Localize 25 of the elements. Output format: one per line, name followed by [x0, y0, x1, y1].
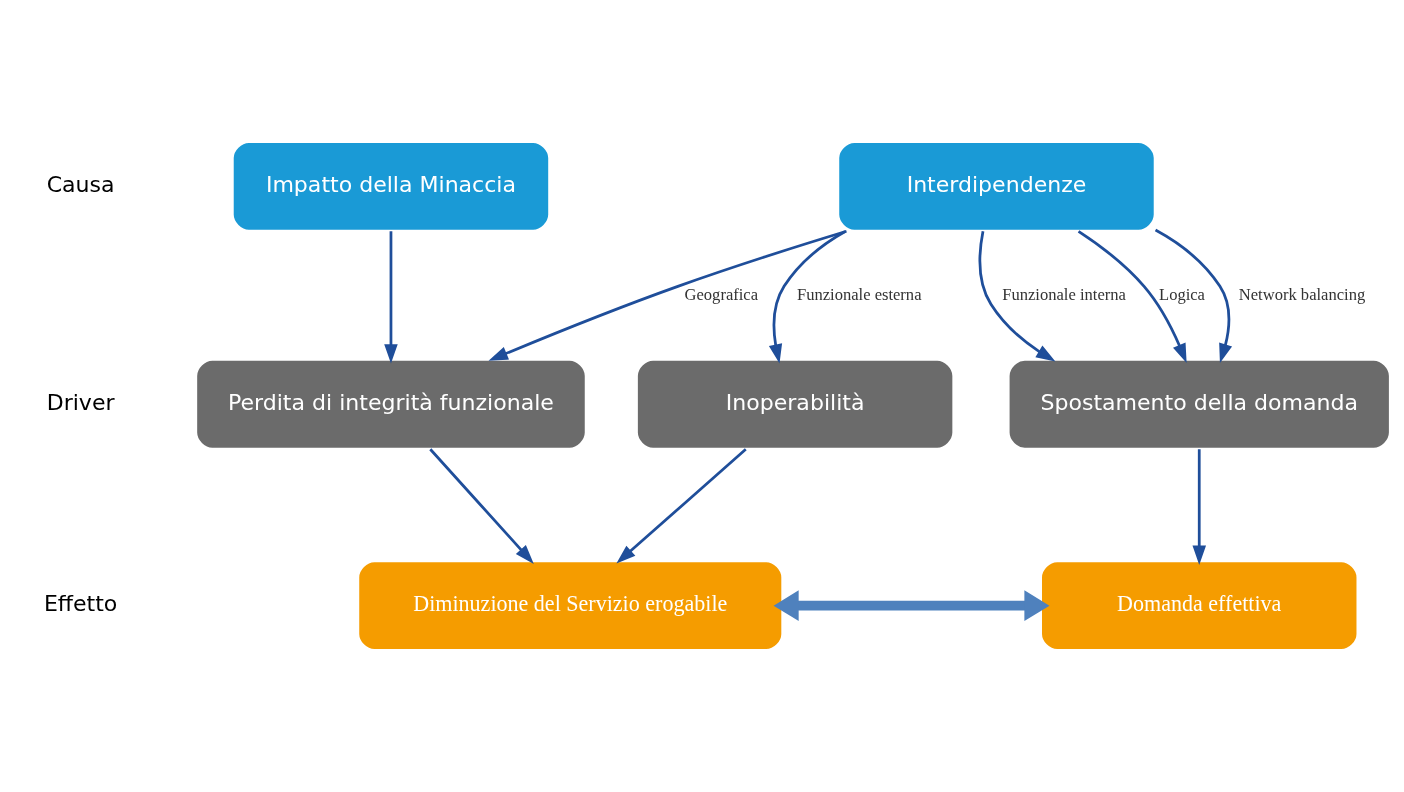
- arrow: [768, 230, 846, 364]
- edge-label: Geografica: [684, 284, 759, 304]
- arrow: [978, 231, 1056, 362]
- arrow: [616, 448, 747, 564]
- arrow: [384, 231, 398, 364]
- node-box: Perdita di integrità funzionale: [194, 358, 588, 451]
- node-box: Impatto della Minaccia: [230, 140, 551, 233]
- edge-label: Logica: [1159, 284, 1205, 304]
- arrow: [429, 448, 534, 564]
- arrow: [1154, 228, 1233, 363]
- node-box: Domanda effettiva: [1039, 559, 1360, 652]
- label: Effetto: [43, 590, 118, 616]
- edge-label: Funzionale interna: [1002, 284, 1126, 304]
- edge-label: Funzionale esterna: [796, 284, 922, 304]
- arrow: [488, 229, 847, 361]
- label: Driver: [46, 389, 115, 415]
- node-box: Inoperabilità: [635, 358, 956, 451]
- node-box: Diminuzione del Servizio erogabile: [356, 559, 785, 652]
- arrow: [1077, 230, 1187, 364]
- arrow: [773, 590, 1050, 622]
- node-box: Interdipendenze: [836, 140, 1157, 233]
- label: Causa: [46, 171, 115, 197]
- arrow: [1192, 449, 1206, 565]
- node-box: Spostamento della domanda: [1006, 358, 1392, 451]
- edge-label: Network balancing: [1238, 284, 1366, 304]
